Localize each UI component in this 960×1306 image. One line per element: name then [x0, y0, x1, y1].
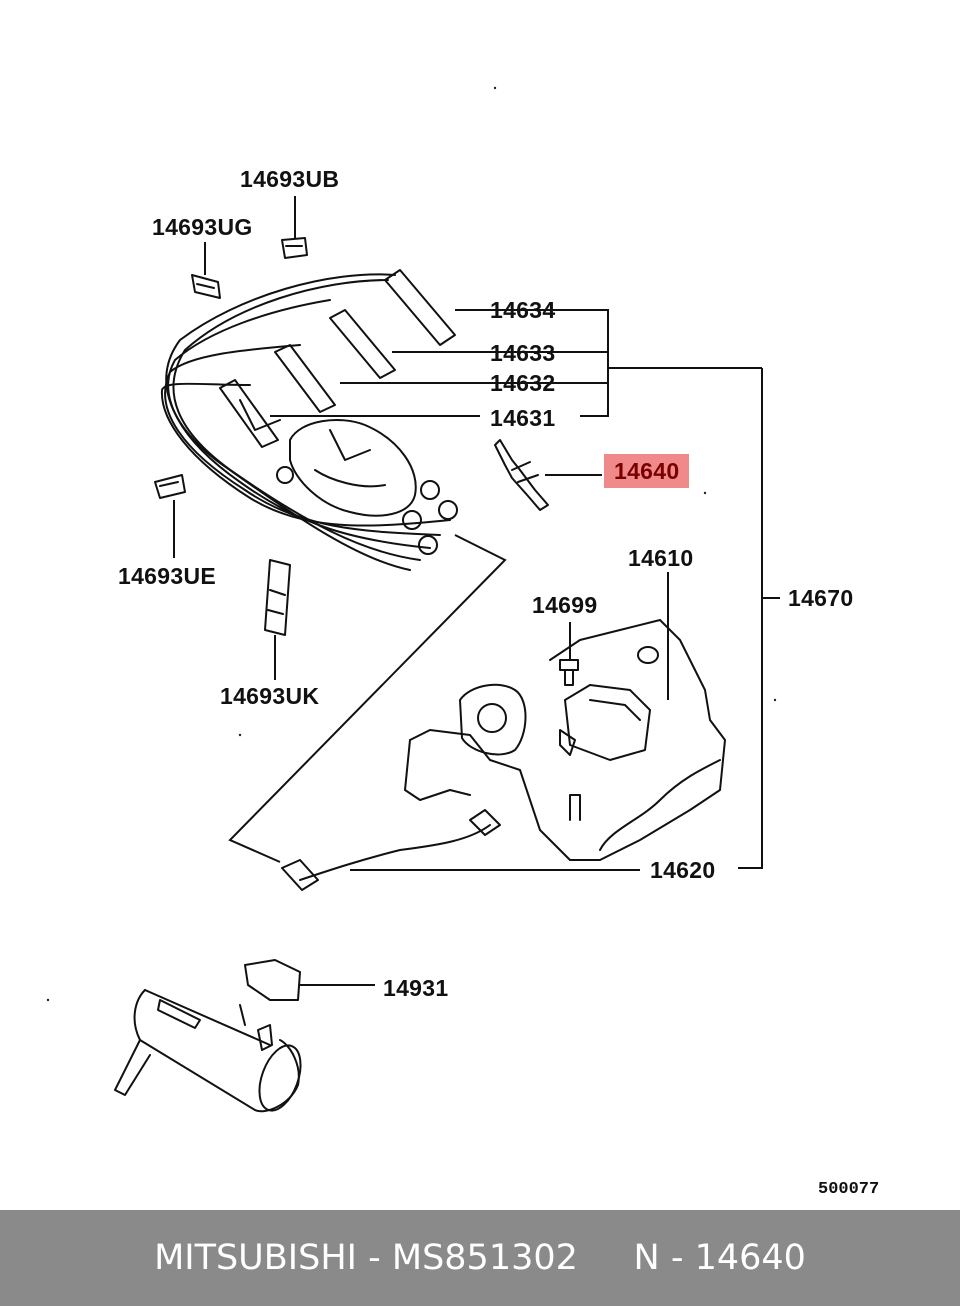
- part-label-14634[interactable]: 14634: [490, 297, 556, 323]
- part-label-14640-highlighted[interactable]: 14640: [604, 454, 690, 488]
- leader-lines: [173, 196, 780, 986]
- part-label-14620[interactable]: 14620: [650, 857, 716, 883]
- intake-manifold: [404, 619, 726, 861]
- part-label-14610[interactable]: 14610: [628, 545, 694, 571]
- footer-part-info: MITSUBISHI - MS851302 N - 14640: [154, 1238, 806, 1278]
- ignition-coil: [559, 684, 651, 761]
- part-label-14632[interactable]: 14632: [490, 370, 556, 396]
- part-label-14931[interactable]: 14931: [383, 975, 449, 1001]
- harness-clips: [154, 237, 308, 636]
- diagram-code: 500077: [818, 1180, 880, 1199]
- parts-diagram: [46, 86, 780, 1113]
- part-label-14693UG[interactable]: 14693UG: [152, 214, 253, 240]
- distributor: [239, 399, 458, 555]
- footer-bar: MITSUBISHI - MS851302 N - 14640: [0, 1210, 960, 1306]
- spark-plug: [494, 439, 549, 511]
- part-label-14633[interactable]: 14633: [490, 340, 556, 366]
- coil-lead: [281, 809, 501, 891]
- scan-specks: [46, 86, 777, 1002]
- part-label-14693UE[interactable]: 14693UE: [118, 563, 217, 589]
- part-label-14693UK[interactable]: 14693UK: [220, 683, 320, 709]
- part-label-14693UB[interactable]: 14693UB: [240, 166, 340, 192]
- bracket-assembly: [114, 959, 302, 1113]
- part-label-14670[interactable]: 14670: [788, 585, 854, 611]
- ignition-cable-harness: [160, 269, 456, 571]
- part-label-14631[interactable]: 14631: [490, 405, 556, 431]
- part-label-14699[interactable]: 14699: [532, 592, 598, 618]
- bolt: [559, 659, 579, 686]
